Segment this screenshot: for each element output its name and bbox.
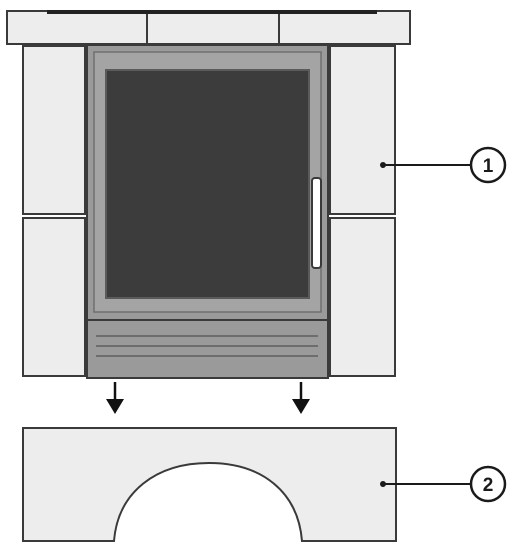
- right-panel-lower: [329, 217, 396, 377]
- top-slab: [6, 10, 411, 45]
- door-handle: [311, 177, 322, 269]
- arrow-down-icon: [106, 382, 124, 414]
- arrow-down-icon: [292, 382, 310, 414]
- left-cladding: [22, 45, 86, 377]
- left-panel-lower: [22, 217, 86, 377]
- top-slab-segment-right: [278, 10, 411, 45]
- right-cladding: [329, 45, 396, 377]
- stove: [86, 44, 329, 379]
- callout-2: 2: [380, 465, 507, 503]
- callout-2-number: 2: [483, 475, 494, 496]
- placement-arrows: [106, 382, 310, 414]
- top-slab-segment-center: [146, 10, 280, 45]
- top-slab-segment-left: [6, 10, 148, 45]
- stove-glass: [105, 69, 310, 299]
- callout-1-ring: [469, 146, 507, 184]
- arched-base: [22, 427, 397, 542]
- left-panel-upper: [22, 45, 86, 215]
- right-panel-upper: [329, 45, 396, 215]
- callout-1-number: 1: [483, 156, 494, 177]
- callout-1: 1: [380, 146, 507, 184]
- ash-drawer: [86, 319, 329, 379]
- callout-2-ring: [469, 465, 507, 503]
